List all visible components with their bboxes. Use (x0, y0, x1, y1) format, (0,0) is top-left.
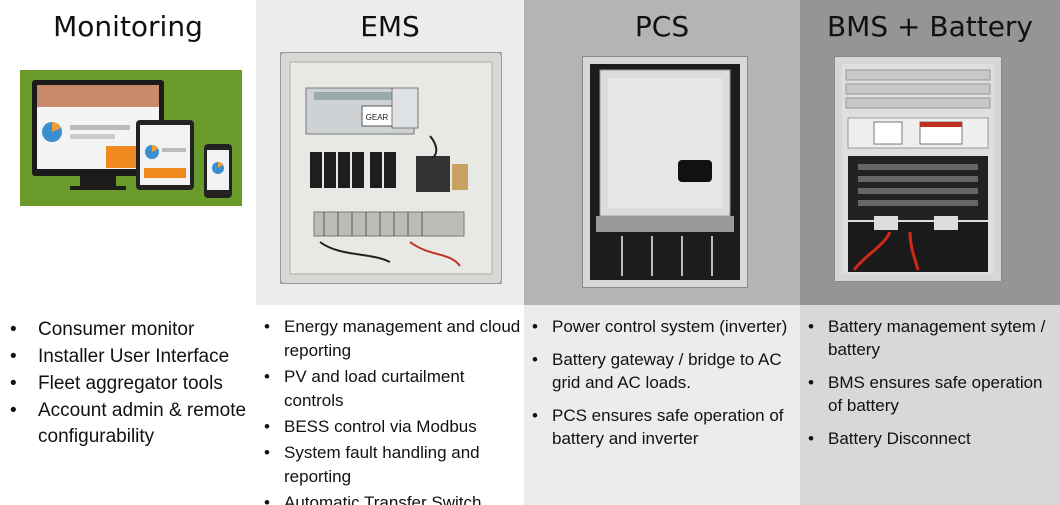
monitoring-column: Monitoring (0, 0, 256, 505)
pcs-bullet: Battery gateway / bridge to AC grid and … (524, 348, 800, 394)
monitoring-bullet: Consumer monitor (0, 317, 256, 343)
ems-bullet: System fault handling and reporting (256, 441, 524, 489)
pcs-title: PCS (634, 10, 690, 43)
bms-battery-bullet: Battery Disconnect (800, 427, 1060, 450)
bms-battery-header: BMS + Battery (800, 0, 1060, 305)
ems-cabinet-photo: GEAR (280, 52, 502, 284)
pcs-cabinet-photo (582, 56, 748, 288)
pcs-bullet-list: Power control system (inverter) Battery … (524, 315, 800, 460)
ems-bullet: Energy management and cloud reporting (256, 315, 524, 363)
pcs-bullet: Power control system (inverter) (524, 315, 800, 338)
ems-header: EMS GEAR (256, 0, 524, 305)
bms-battery-bullet: BMS ensures safe operation of battery (800, 371, 1060, 417)
pcs-header: PCS (524, 0, 800, 305)
monitoring-features: Consumer monitor Installer User Interfac… (0, 305, 256, 505)
ems-device-logo: GEAR (366, 113, 389, 122)
ems-bullet: BESS control via Modbus (256, 415, 524, 439)
bms-battery-bullet: Battery management sytem / battery (800, 315, 1060, 361)
ems-bullet: PV and load curtailment controls (256, 365, 524, 413)
pcs-features: Power control system (inverter) Battery … (524, 305, 800, 505)
bms-battery-cabinet-photo (834, 56, 1002, 282)
monitoring-title: Monitoring (53, 10, 203, 43)
monitoring-devices-image (20, 70, 242, 206)
monitoring-bullet: Account admin & remote configurability (0, 398, 256, 450)
bms-battery-features: Battery management sytem / battery BMS e… (800, 305, 1060, 505)
bms-battery-bullet-list: Battery management sytem / battery BMS e… (800, 315, 1060, 460)
bms-battery-title: BMS + Battery (826, 10, 1034, 43)
ems-bullet: Automatic Transfer Switch (256, 491, 524, 505)
monitoring-header: Monitoring (0, 0, 256, 305)
monitoring-bullet-list: Consumer monitor Installer User Interfac… (0, 317, 256, 451)
pcs-column: PCS Power control system (inverter) Batt… (524, 0, 800, 505)
bms-battery-column: BMS + Battery (800, 0, 1060, 505)
ems-title: EMS (360, 10, 420, 43)
monitoring-bullet: Installer User Interface (0, 344, 256, 370)
ems-features: Energy management and cloud reporting PV… (256, 305, 524, 505)
monitoring-bullet: Fleet aggregator tools (0, 371, 256, 397)
ems-bullet-list: Energy management and cloud reporting PV… (256, 315, 524, 505)
pcs-bullet: PCS ensures safe operation of battery an… (524, 404, 800, 450)
ems-column: EMS GEAR (256, 0, 524, 505)
